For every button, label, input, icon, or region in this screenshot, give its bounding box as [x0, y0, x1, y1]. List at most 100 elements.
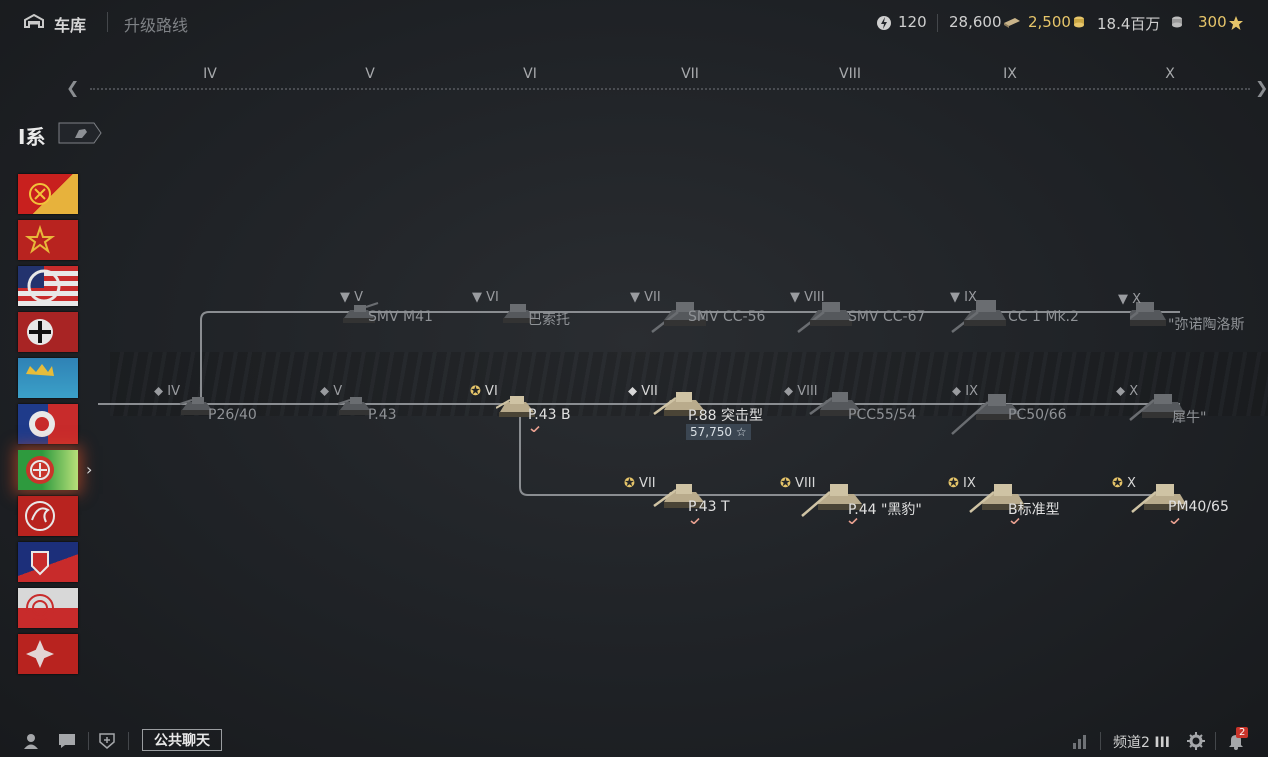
flag-china[interactable] [18, 174, 78, 214]
tier-marker: ▼ IX [950, 290, 977, 305]
tank-node-pc50-66[interactable]: ⬥ IX PC50/66 [950, 384, 1100, 442]
tank-name: P.44 "黑豹" [848, 502, 922, 518]
tank-node-p43b[interactable]: ✪ VI P.43 B [470, 384, 646, 442]
signal-bars-icon: III [1154, 735, 1171, 751]
top-separator [107, 12, 108, 32]
tank-icon [337, 397, 371, 415]
flag-poland[interactable] [18, 588, 78, 628]
tier-marker: ▼ VI [472, 290, 499, 305]
tank-node-basotto[interactable]: ▼ VI 巴索托 [472, 290, 650, 350]
tier-marker: ⬥ IV [154, 384, 180, 399]
filter-button[interactable] [58, 122, 102, 144]
researched-check-icon [848, 518, 858, 524]
tank-node-pm40-65[interactable]: ✪ X PM40/65 [1112, 476, 1260, 534]
tank-node-cc1-mk2[interactable]: ▼ IX CC 1 Mk.2 [950, 290, 1120, 350]
tank-node-p88[interactable]: ⬥ VII P.88 突击型 57,750 ☆ [628, 384, 802, 442]
tank-name: P.88 突击型 [688, 408, 763, 424]
notification-bell-icon[interactable] [1228, 732, 1244, 750]
tank-icon [503, 304, 535, 323]
tank-icon [651, 302, 706, 333]
flag-ussr[interactable] [18, 220, 78, 260]
stats-icon[interactable] [1072, 732, 1090, 750]
clan-shield-icon[interactable] [98, 732, 116, 750]
tank-node-b-standard[interactable]: ✪ IX B标准型 [948, 476, 1118, 534]
tank-name: P.43 [368, 407, 397, 423]
tier-marker: ⬥ X [1116, 384, 1139, 399]
tank-icon [653, 484, 704, 508]
flag-uk-emblem-icon [31, 551, 49, 576]
tank-icon [809, 392, 860, 416]
public-chat-button[interactable]: 公共聊天 [142, 729, 222, 751]
tier-marker: ✪ VI [470, 384, 498, 399]
flag-germany-emblem-icon [27, 319, 53, 345]
tank-node-smv-cc-67[interactable]: ▼ VIII SMV CC-67 [790, 290, 960, 350]
flag-china-2-emblem-icon [26, 640, 54, 668]
tank-node-p44-pantera[interactable]: ✪ VIII P.44 "黑豹" [780, 476, 950, 534]
tank-node-minotauro[interactable]: "弥诺陶洛斯 [1130, 292, 1260, 352]
scroll-right-arrow[interactable]: ❯ [1255, 78, 1268, 97]
flag-usa-emblem-icon [18, 266, 61, 303]
tank-name: "弥诺陶洛斯 [1168, 317, 1245, 333]
flag-italy[interactable] [18, 450, 78, 490]
bottom-separator [88, 732, 89, 750]
researched-check-icon [530, 426, 540, 432]
flag-china-2[interactable] [18, 634, 78, 674]
scroll-left-arrow[interactable]: ❮ [66, 78, 80, 97]
flag-sweden[interactable] [18, 358, 78, 398]
bottom-separator-4 [1215, 732, 1216, 750]
tank-icon [951, 394, 1020, 435]
currency-separator [937, 14, 938, 32]
nation-selected-arrow: › [86, 460, 93, 479]
bottom-separator-2 [128, 732, 129, 750]
tank-icon [496, 396, 535, 417]
flag-italy-emblem-icon [26, 456, 54, 484]
tank-name: P.43 B [528, 407, 571, 423]
settings-gear-icon[interactable] [1187, 732, 1205, 750]
tank-node-pcc55-54[interactable]: ⬥ VIII PCC55/54 [784, 384, 958, 442]
tier-label-vi: VI [523, 66, 537, 82]
bond-icon [1004, 18, 1020, 28]
tank-node-smv-m41[interactable]: ▼ V SMV M41 [340, 290, 490, 350]
tech-tree-tab[interactable]: 升级路线 [124, 16, 189, 35]
xp-star-icon: ☆ [735, 425, 747, 439]
free-exp-value: 120 [898, 13, 927, 31]
star-icon [1229, 16, 1243, 30]
tier-marker: ✪ VII [624, 476, 656, 491]
flag-uk[interactable] [18, 542, 78, 582]
tank-icon [179, 397, 213, 415]
tier-marker: ✪ VIII [780, 476, 816, 491]
tier-marker: ✪ X [1112, 476, 1136, 491]
tank-name: P26/40 [208, 407, 257, 423]
tier-label-v: V [365, 66, 375, 82]
garage-tab[interactable]: 车库 [54, 16, 87, 35]
user-icon[interactable] [22, 732, 40, 750]
flag-germany[interactable] [18, 312, 78, 352]
flag-poland-emblem-icon [26, 594, 54, 622]
tank-icon [343, 302, 379, 323]
tank-node-smv-cc-56[interactable]: ▼ VII SMV CC-56 [630, 290, 800, 350]
tier-marker: ✪ IX [948, 476, 976, 491]
flag-czech[interactable] [18, 496, 78, 536]
tier-label-viii: VIII [839, 66, 861, 82]
tank-node-rinoceronte[interactable]: ⬥ X 犀牛" [1116, 384, 1258, 442]
flag-ussr-emblem-icon [24, 224, 56, 254]
credits-coin-icon [1172, 16, 1182, 28]
garage-icon[interactable] [24, 14, 44, 28]
top-bar: 车库 升级路线 120 28,600 2,500 18.4百万 300 [0, 0, 1268, 44]
tier-marker: ▼ VIII [790, 290, 825, 305]
channel-selector[interactable]: 频道2 III [1113, 735, 1171, 751]
chat-icon[interactable] [58, 732, 76, 750]
flag-france[interactable] [18, 404, 78, 444]
flag-sweden-emblem-icon [26, 364, 54, 376]
tank-node-p43[interactable]: ⬥ V P.43 [320, 384, 486, 442]
tank-name: 巴索托 [528, 312, 570, 328]
xp-cost-badge: 57,750 ☆ [686, 424, 751, 440]
tier-axis-line [90, 88, 1250, 90]
tank-icon [951, 300, 1006, 333]
tank-node-p43t[interactable]: ✪ VII P.43 T [624, 476, 802, 534]
tank-icon [653, 392, 704, 416]
tank-node-p26-40[interactable]: ⬥ IV P26/40 [154, 384, 328, 442]
flag-usa[interactable] [18, 266, 78, 306]
credits-value: 18.4百万 [1097, 15, 1161, 33]
tank-name: PC50/66 [1008, 407, 1067, 423]
